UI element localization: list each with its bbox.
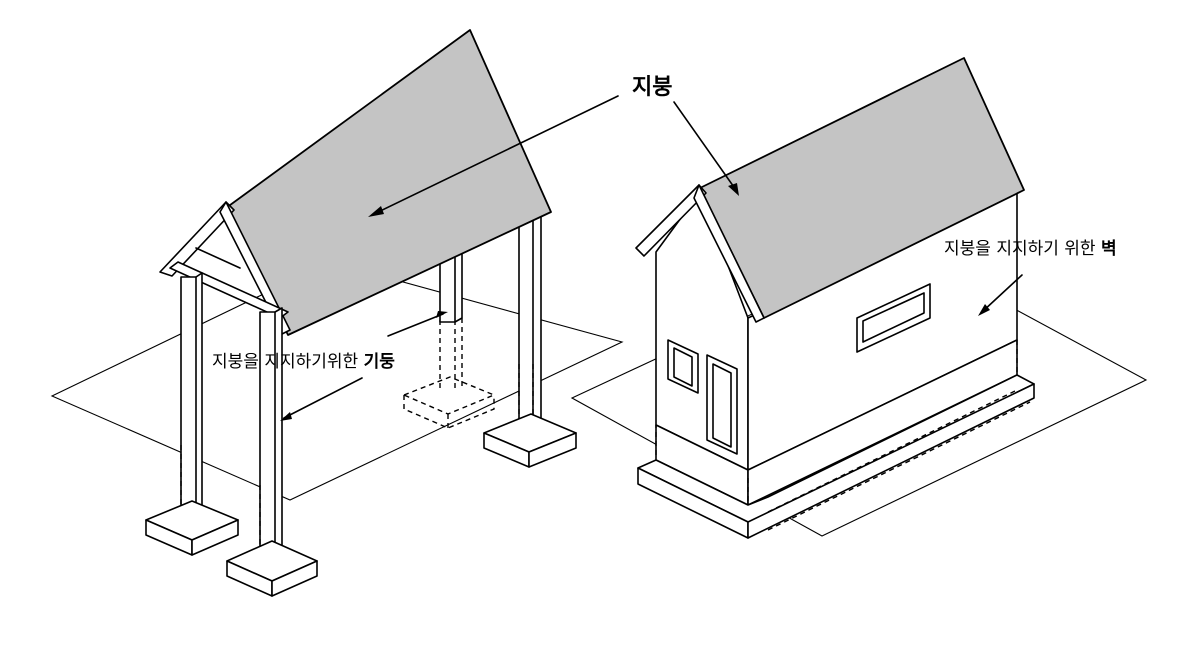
- roof-slope-left: [225, 29, 552, 336]
- column-label-emphasis: 기둥: [364, 352, 396, 372]
- wall-leader: [981, 274, 1023, 313]
- annotations: 지붕 지붕을 지지하기위한 기둥 지붕을 지지하기 위한 벽: [212, 74, 1117, 421]
- column-structure: [50, 29, 624, 597]
- arrowhead-roof-left: [368, 206, 384, 217]
- roof-label: 지붕: [632, 74, 672, 100]
- footing-front-right: [226, 540, 318, 597]
- gable-door-window: [706, 354, 738, 455]
- wall-label: 지붕을 지지하기 위한 벽: [944, 239, 1117, 259]
- gable-window-left: [667, 339, 699, 394]
- house-gable-trim: [635, 184, 765, 323]
- column-leader-down: [283, 377, 363, 419]
- wall-label-emphasis: 벽: [1101, 239, 1117, 259]
- arrowhead-column-up: [436, 311, 448, 318]
- wall-structure: [570, 57, 1148, 539]
- roof-leader-right: [673, 101, 737, 191]
- column-label: 지붕을 지지하기위한 기둥: [212, 352, 395, 372]
- arrowhead-wall: [978, 304, 990, 316]
- column-back-right: [518, 208, 542, 441]
- arrowhead-roof-right: [728, 183, 739, 196]
- column-front-right: [259, 307, 283, 568]
- column-label-text: 지붕을 지지하기위한: [212, 352, 364, 372]
- gable-frame: [159, 201, 291, 335]
- side-wall-window: [856, 283, 931, 353]
- footing-front-left: [145, 500, 239, 556]
- hidden-footing-back: [402, 318, 496, 429]
- column-front-left: [180, 272, 203, 529]
- house-base: [637, 339, 1035, 539]
- ground-plane-left: [50, 261, 624, 501]
- wall-label-text: 지붕을 지지하기 위한: [944, 239, 1101, 259]
- column-leader-up: [387, 313, 444, 337]
- arrowhead-column-down: [280, 412, 292, 421]
- footing-back-right: [483, 413, 577, 468]
- roof-leader-left: [373, 95, 619, 215]
